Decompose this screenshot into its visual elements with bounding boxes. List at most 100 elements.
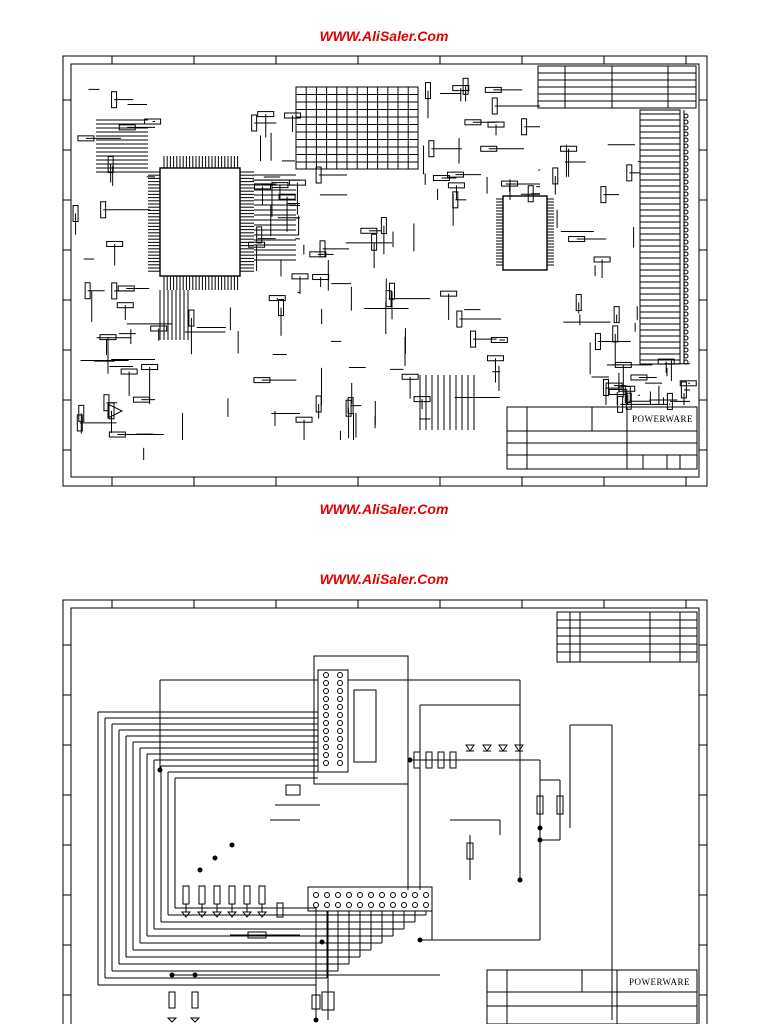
resistor xyxy=(466,842,474,860)
resistor xyxy=(291,273,309,280)
connector-pin xyxy=(337,688,343,694)
terminal-pin xyxy=(346,892,352,898)
resistor xyxy=(680,381,687,399)
junction-dot xyxy=(313,1017,319,1023)
connector-pin xyxy=(323,720,329,726)
ground-symbol xyxy=(256,911,268,918)
connector-pin xyxy=(337,696,343,702)
resistor xyxy=(401,373,419,380)
connector-pin xyxy=(323,704,329,710)
resistor xyxy=(111,282,118,300)
diode xyxy=(482,744,492,752)
connector-pin xyxy=(337,704,343,710)
resistor xyxy=(501,180,519,187)
connector-pin xyxy=(683,275,689,281)
connector-pin xyxy=(323,688,329,694)
junction-dot xyxy=(517,877,523,883)
resistor xyxy=(613,306,620,324)
terminal-pin xyxy=(313,902,319,908)
resistor xyxy=(486,355,504,362)
ground-symbol xyxy=(211,911,223,918)
terminal-pin xyxy=(390,892,396,898)
resistor xyxy=(491,97,498,115)
connector-pin xyxy=(683,209,689,215)
resistor xyxy=(111,91,118,109)
terminal-pin xyxy=(379,892,385,898)
resistor xyxy=(360,227,378,234)
resistor xyxy=(617,395,624,413)
connector-pin xyxy=(323,712,329,718)
connector-pin xyxy=(323,672,329,678)
resistor xyxy=(108,431,126,438)
connector-pin xyxy=(683,221,689,227)
resistor xyxy=(449,751,457,769)
resistor xyxy=(107,156,114,174)
resistor xyxy=(437,751,445,769)
fuse xyxy=(276,902,284,918)
resistor xyxy=(462,77,469,95)
resistor xyxy=(288,179,306,186)
resistor xyxy=(253,377,271,384)
resistor xyxy=(191,991,199,1009)
connector-pin xyxy=(683,341,689,347)
resistor xyxy=(319,240,326,258)
resistor xyxy=(271,182,289,189)
connector-pin xyxy=(323,728,329,734)
switch xyxy=(285,784,301,796)
connector-pin xyxy=(683,191,689,197)
terminal-pin xyxy=(368,892,374,898)
resistor xyxy=(568,236,586,243)
sheet-1-title-block xyxy=(506,406,698,470)
resistor xyxy=(521,118,528,136)
resistor xyxy=(536,795,544,815)
connector-pin xyxy=(323,736,329,742)
resistor xyxy=(213,885,221,905)
resistor xyxy=(552,167,559,185)
sheet-2-company-logo: POWERWARE xyxy=(629,977,690,987)
resistor xyxy=(452,191,459,209)
resistor xyxy=(309,251,327,258)
ground-symbol xyxy=(189,1017,201,1023)
resistor xyxy=(464,119,482,126)
resistor xyxy=(385,290,392,308)
resistor xyxy=(141,364,159,371)
resistor xyxy=(268,295,286,302)
connector-pin xyxy=(683,113,689,119)
connector-pin xyxy=(683,323,689,329)
resistor xyxy=(527,185,534,203)
connector-pin xyxy=(683,185,689,191)
connector-pin xyxy=(683,143,689,149)
terminal-pin xyxy=(346,902,352,908)
connector-pin xyxy=(683,239,689,245)
resistor xyxy=(99,334,117,341)
resistor xyxy=(440,290,458,297)
connector-pin xyxy=(683,335,689,341)
resistor xyxy=(447,171,465,178)
resistor xyxy=(575,294,582,312)
terminal-pin xyxy=(401,892,407,898)
terminal-pin xyxy=(423,902,429,908)
connector-pin xyxy=(683,263,689,269)
resistor xyxy=(78,404,85,422)
resistor xyxy=(612,325,619,343)
resistor xyxy=(413,396,431,403)
terminal-pin xyxy=(390,902,396,908)
resistor xyxy=(487,121,505,128)
resistor xyxy=(311,994,321,1010)
resistor xyxy=(413,751,421,769)
resistor xyxy=(666,392,673,410)
resistor xyxy=(106,240,124,247)
connector-pin xyxy=(323,752,329,758)
connector-pin xyxy=(683,149,689,155)
resistor xyxy=(198,885,206,905)
sheet-2-connector-pins xyxy=(323,672,343,766)
resistor xyxy=(168,991,176,1009)
sheet-2-inner-border xyxy=(70,607,700,1024)
sheet-1-grid-table xyxy=(295,86,419,170)
resistor xyxy=(228,885,236,905)
resistor xyxy=(424,82,431,100)
ground-symbol xyxy=(196,911,208,918)
terminal-pin xyxy=(324,902,330,908)
junction-dot xyxy=(229,842,235,848)
sheet-1-wires xyxy=(75,86,690,460)
